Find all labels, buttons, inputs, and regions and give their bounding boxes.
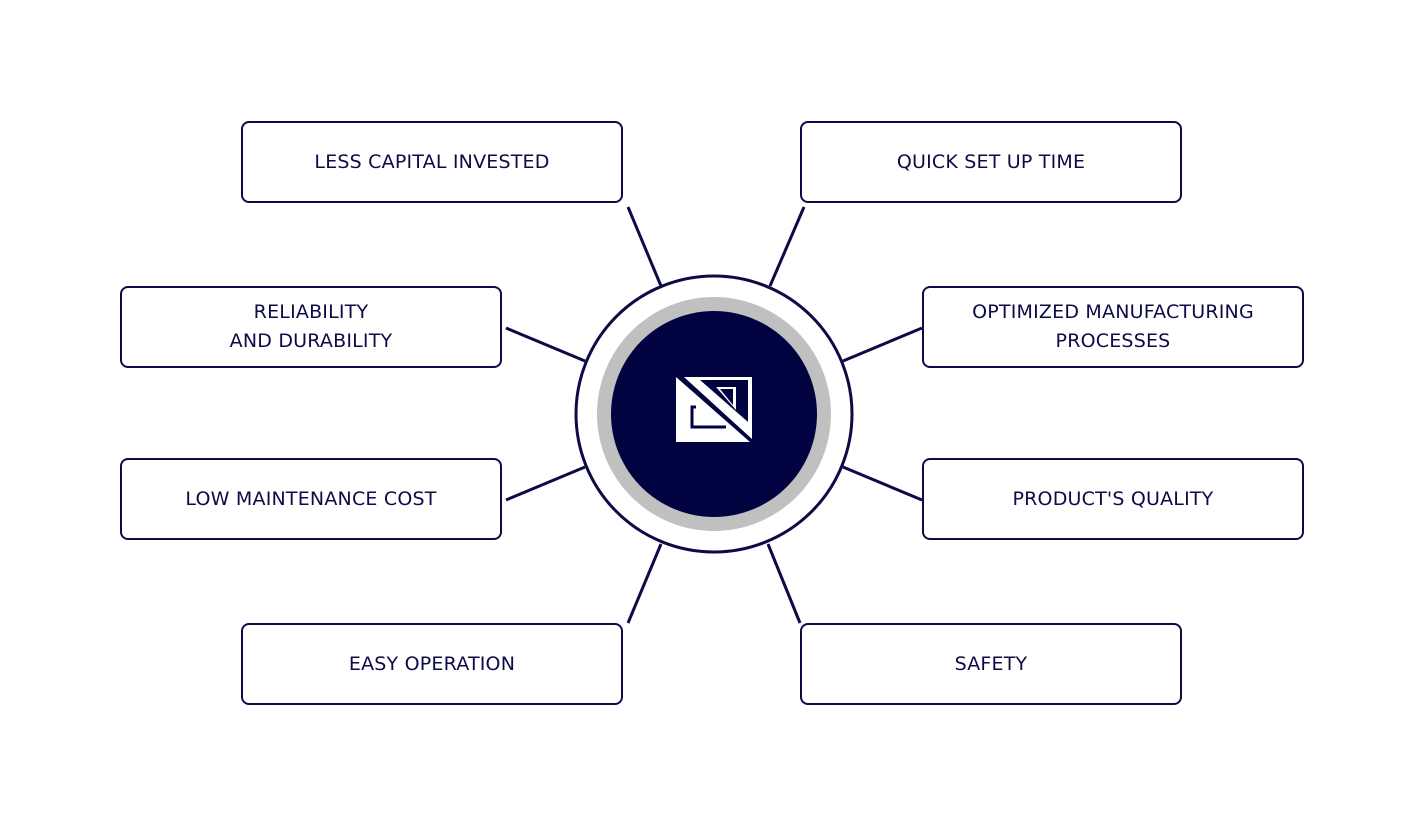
connector xyxy=(842,326,923,363)
benefit-quick-setup: QUICK SET UP TIME xyxy=(800,121,1182,203)
benefit-low-maintenance: LOW MAINTENANCE COST xyxy=(120,458,502,540)
benefit-less-capital: LESS CAPITAL INVESTED xyxy=(241,121,623,203)
benefit-product-quality: PRODUCT'S QUALITY xyxy=(922,458,1304,540)
connector xyxy=(842,465,923,502)
connector xyxy=(505,326,586,363)
logo-triangles-icon xyxy=(676,377,752,442)
connector xyxy=(768,206,806,287)
benefit-easy-operation: EASY OPERATION xyxy=(241,623,623,705)
benefit-reliability: RELIABILITY AND DURABILITY xyxy=(120,286,502,368)
benefit-optimized-processes: OPTIMIZED MANUFACTURING PROCESSES xyxy=(922,286,1304,368)
connector xyxy=(626,206,663,287)
connector xyxy=(626,543,663,624)
connector xyxy=(505,465,586,502)
benefit-safety: SAFETY xyxy=(800,623,1182,705)
connector xyxy=(766,543,802,624)
